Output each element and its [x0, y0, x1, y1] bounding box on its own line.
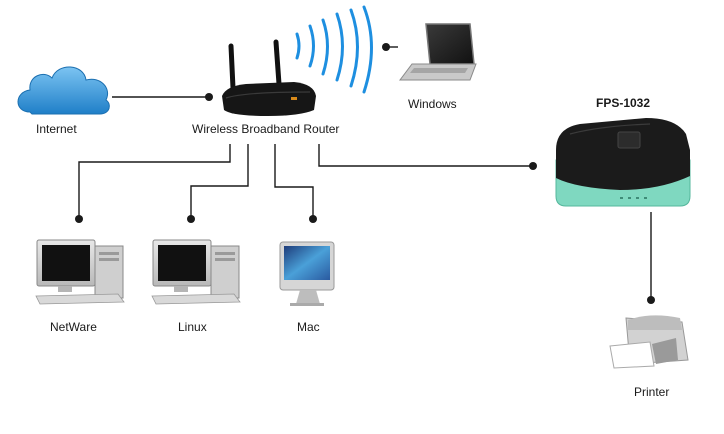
imac-icon: [279, 241, 335, 306]
dot-print-server: [529, 162, 537, 170]
label-printer: Printer: [634, 385, 670, 399]
label-linux: Linux: [178, 320, 207, 334]
dot-windows: [382, 43, 390, 51]
label-netware: NetWare: [50, 320, 97, 334]
laptop-icon: [399, 23, 477, 81]
dot-printer: [647, 296, 655, 304]
link-router-print-server: [318, 144, 532, 167]
label-print-server: FPS-1032: [596, 96, 651, 110]
label-mac: Mac: [297, 320, 320, 334]
cloud-icon: [17, 66, 110, 115]
print-server-icon: [555, 118, 691, 207]
router-icon: [222, 39, 316, 116]
dot-internet-router: [205, 93, 213, 101]
label-windows: Windows: [408, 97, 457, 111]
link-router-linux: [190, 144, 249, 218]
dot-netware: [75, 215, 83, 223]
printer-icon: [609, 315, 689, 369]
desktop-pc-icon: [35, 239, 125, 305]
label-internet: Internet: [36, 122, 77, 136]
link-router-netware: [78, 144, 231, 218]
wireless-signal-icon: [295, 5, 373, 94]
link-router-mac: [274, 144, 314, 218]
dot-mac: [309, 215, 317, 223]
connector-dots: [75, 43, 655, 304]
dot-linux: [187, 215, 195, 223]
label-router: Wireless Broadband Router: [192, 122, 340, 136]
connector-lines: [78, 46, 652, 300]
desktop-pc-icon: [151, 239, 241, 305]
